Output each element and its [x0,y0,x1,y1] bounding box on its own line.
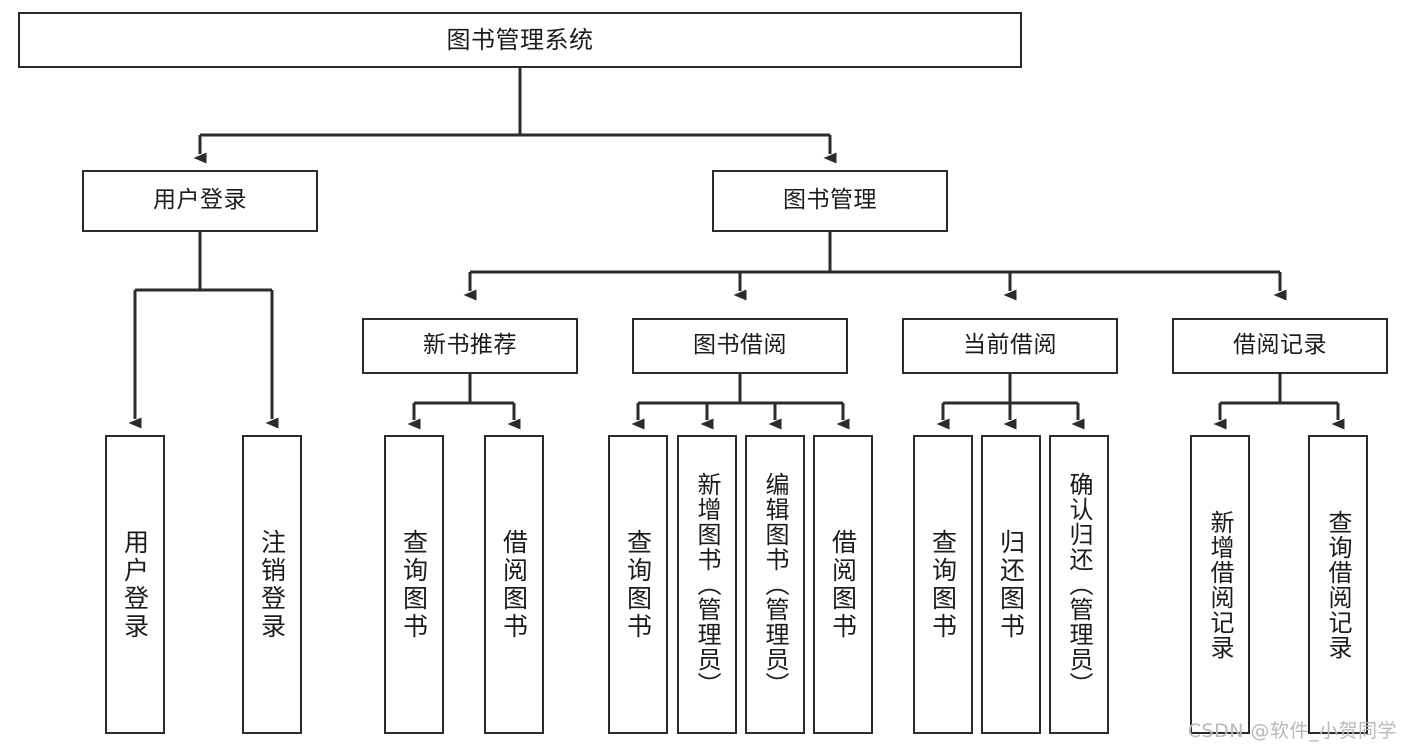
leaf-current-borrow-query-book[interactable]: 查询图书 [913,435,973,734]
node-borrow-record[interactable]: 借阅记录 [1172,318,1388,374]
node-label: 图书借阅 [693,332,787,359]
node-label: 借阅记录 [1233,332,1327,359]
leaf-book-borrow-borrow-book[interactable]: 借阅图书 [813,435,873,734]
node-user-login[interactable]: 用户登录 [82,170,318,232]
node-label: 借阅图书 [828,528,858,641]
node-label: 图书管理 [783,187,877,214]
leaf-new-book-borrow-book[interactable]: 借阅图书 [484,435,544,734]
node-label: 确认归还（管理员） [1065,472,1093,697]
leaf-book-borrow-add-book-admin[interactable]: 新增图书（管理员） [677,435,737,734]
leaf-book-borrow-query-book[interactable]: 查询图书 [608,435,668,734]
node-label: 归还图书 [996,528,1026,641]
node-label: 新增借阅记录 [1206,509,1234,660]
node-book-management[interactable]: 图书管理 [712,170,948,232]
node-label: 查询借阅记录 [1324,509,1352,660]
node-book-borrow[interactable]: 图书借阅 [632,318,848,374]
leaf-user-login-login[interactable]: 用户登录 [105,435,165,734]
node-label: 当前借阅 [963,332,1057,359]
node-label: 用户登录 [120,528,150,641]
leaf-book-borrow-edit-book-admin[interactable]: 编辑图书（管理员） [745,435,805,734]
leaf-current-borrow-confirm-return-admin[interactable]: 确认归还（管理员） [1049,435,1109,734]
leaf-current-borrow-return-book[interactable]: 归还图书 [981,435,1041,734]
node-label: 图书管理系统 [446,25,594,54]
node-label: 查询图书 [928,528,958,641]
node-new-book-recommend[interactable]: 新书推荐 [362,318,578,374]
node-root-system[interactable]: 图书管理系统 [18,12,1022,68]
csdn-watermark: CSDN @软件_小贺同学 [1187,720,1397,742]
leaf-borrow-record-query-record[interactable]: 查询借阅记录 [1308,435,1368,734]
node-label: 新书推荐 [423,332,517,359]
leaf-new-book-query-book[interactable]: 查询图书 [384,435,444,734]
leaf-user-login-logout[interactable]: 注销登录 [242,435,302,734]
node-label: 注销登录 [257,528,287,641]
node-label: 新增图书（管理员） [693,472,721,697]
leaf-borrow-record-add-record[interactable]: 新增借阅记录 [1190,435,1250,734]
node-label: 用户登录 [153,187,247,214]
node-label: 编辑图书（管理员） [761,472,789,697]
node-label: 查询图书 [399,528,429,641]
node-label: 借阅图书 [499,528,529,641]
node-label: 查询图书 [623,528,653,641]
node-current-borrow[interactable]: 当前借阅 [902,318,1118,374]
